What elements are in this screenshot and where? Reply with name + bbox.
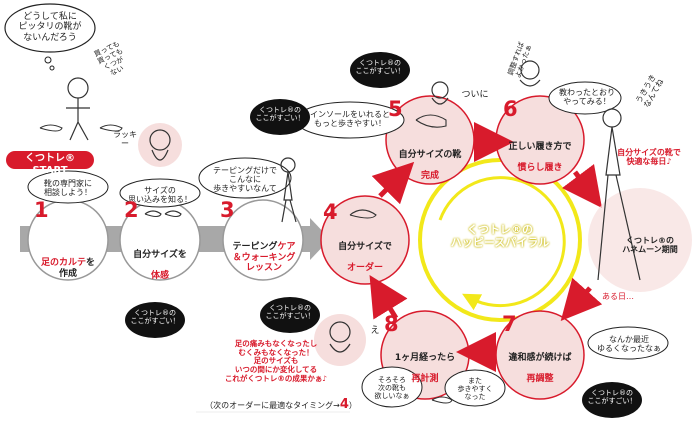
step7-label: 違和感が続けば 再調整 xyxy=(500,343,580,384)
step7-highlight: 再調整 xyxy=(526,374,554,385)
step4-circle xyxy=(320,195,410,285)
step4-label: 自分サイズで オーダー xyxy=(325,232,405,273)
timing-note: （次のオーダーに最適なタイミング→4） xyxy=(196,397,366,413)
step1-label: 足のカルテを 作成 xyxy=(30,248,106,279)
sugoi-badge-text: くつトレ®の ここがすごい！ xyxy=(587,389,637,406)
step2-line1: 自分サイズを xyxy=(133,250,187,261)
sugoi-badge-text: くつトレ®の ここがすごい！ xyxy=(255,106,305,123)
step3-label: テーピングケア ＆ウォーキング レッスン xyxy=(224,232,304,273)
step2-label: 自分サイズを 体感 xyxy=(122,240,198,281)
step8-bubble-text: そろそろ 次の靴も 欲しいなぁ xyxy=(374,376,410,401)
timing-number: 4 xyxy=(339,397,349,412)
person-sketch-walking-step3 xyxy=(280,157,297,223)
step3-highlight: ケア ＆ウォーキング レッスン xyxy=(232,242,296,274)
step6-label: 正しい履き方で 慣らし履き xyxy=(500,132,580,173)
sugoi-badge-shape xyxy=(260,297,320,333)
step6-line1: 正しい履き方で xyxy=(508,142,572,153)
start-badge-bg xyxy=(6,151,94,169)
step8-bubble-shape xyxy=(361,366,423,408)
step6-highlight: 慣らし履き xyxy=(517,163,563,174)
step3-bubble-text: テーピングだけで こんなに 歩きやすいなんて xyxy=(213,166,277,194)
sugoi-badge-shape xyxy=(582,382,642,418)
step7-bubble-text: なんか最近 ゆるくなったなぁ xyxy=(597,335,661,354)
step7-bubble-shape xyxy=(587,326,669,360)
arrow-6-to-honeymoon xyxy=(562,164,602,208)
sugoi-badge-text: くつトレ®の ここがすごい！ xyxy=(355,59,405,76)
aruhi-text: ある日… xyxy=(602,292,634,301)
step8-line1: 1ヶ月経ったら xyxy=(394,353,456,364)
step2-reaction-circle xyxy=(138,123,182,167)
person-sketch-walking-woman xyxy=(597,108,641,281)
step2-reaction-text: ラッキー xyxy=(113,130,137,149)
step5-label: 自分サイズの靴 完成 xyxy=(390,140,470,181)
shoe-sketch xyxy=(39,114,453,404)
sugoi-badge-shape xyxy=(125,302,185,338)
spiral-center-label: くつトレ®の ハッピースパイラル xyxy=(450,223,550,249)
step8-highlight: 再計測 xyxy=(411,374,439,385)
step5-bubble-text: インソールをいれると もっと歩きやすい！ xyxy=(310,110,390,129)
step8-number: 8 xyxy=(384,312,399,336)
step7-circle xyxy=(495,310,585,400)
step8-label: 1ヶ月経ったら 再計測 xyxy=(385,343,465,384)
step1-number: 1 xyxy=(34,198,49,222)
honeymoon-ellipse xyxy=(588,188,692,292)
thought-bubble-text: どうして私に ピッタリの靴が ないんだろう xyxy=(18,12,82,43)
step1-bubble-text: 靴の専門家に 相談しよう！ xyxy=(44,179,92,198)
person-sketch-step2 xyxy=(149,129,171,161)
step5-tsuini-text: ついに xyxy=(461,90,489,100)
thought-dot xyxy=(44,56,52,64)
step6-bubble-text: 教わったとおり やってみる！ xyxy=(559,88,615,107)
sugoi-badge-shape xyxy=(250,99,310,135)
step1-bubble-shape xyxy=(27,170,109,204)
timing-close: ） xyxy=(348,401,357,410)
step3-number: 3 xyxy=(220,198,235,222)
arrow-4-to-5 xyxy=(371,161,415,205)
thought-dot xyxy=(49,65,55,71)
step6-number: 6 xyxy=(503,97,518,121)
step4-line1: 自分サイズで xyxy=(338,242,392,253)
step7-line1: 違和感が続けば xyxy=(508,353,572,364)
step2-bubble-shape xyxy=(119,178,201,208)
gray-arrow-head xyxy=(310,218,330,260)
step3-bubble-shape xyxy=(198,157,292,199)
step3-line1: テーピング xyxy=(232,242,278,253)
step2-highlight: 体感 xyxy=(150,271,169,282)
sugoi-badge-shape xyxy=(350,52,410,88)
thought-bubble-shape xyxy=(4,3,96,53)
step6-bubble-shape xyxy=(548,81,622,115)
step5-number: 5 xyxy=(388,97,403,121)
sugoi-badge-text: くつトレ®の ここがすごい！ xyxy=(265,304,315,321)
spiral-arc xyxy=(438,176,566,311)
honeymoon-text: くつトレ®の ハネムーン期間 xyxy=(622,236,678,255)
step2-bubble-text: サイズの 思い込みを知る！ xyxy=(128,186,192,205)
arrow-honeymoon-to-7 xyxy=(560,277,603,321)
step5-highlight: 完成 xyxy=(420,171,439,182)
step3-circle xyxy=(222,199,304,281)
person-sketch-step5 xyxy=(431,81,449,105)
result-note-text: 足の痛みもなくなったし むくみもなくなった！ 足のサイズも いつの間にか変化して… xyxy=(224,339,328,383)
person-sketch-step6 xyxy=(519,60,541,87)
step4-number: 4 xyxy=(323,200,338,224)
timing-note-text: （次のオーダーに最適なタイミング→ xyxy=(205,401,340,410)
step2-number: 2 xyxy=(124,198,139,222)
step1-line2: を 作成 xyxy=(58,258,96,279)
step7-number: 7 xyxy=(502,312,517,336)
step7-mata-text: また 歩きやすく なった xyxy=(457,377,493,402)
sugoi-badge-text: くつトレ®の ここがすごい！ xyxy=(130,309,180,326)
arrow-8-to-4 xyxy=(369,274,408,320)
happy-note-text: 自分サイズの靴で 快適な毎日♪ xyxy=(617,148,681,167)
step5-line1: 自分サイズの靴 xyxy=(398,150,462,161)
step7-mata-bubble-shape xyxy=(444,369,506,407)
step8-e-text: え xyxy=(370,326,380,336)
step4-highlight: オーダー xyxy=(346,263,383,274)
person-sketch-confused xyxy=(66,77,90,141)
person-sketch-step8 xyxy=(329,321,351,353)
step1-highlight: 足のカルテ xyxy=(40,258,86,269)
step8-person-circle xyxy=(314,314,366,366)
start-badge-label: くつトレ® START xyxy=(25,153,75,176)
